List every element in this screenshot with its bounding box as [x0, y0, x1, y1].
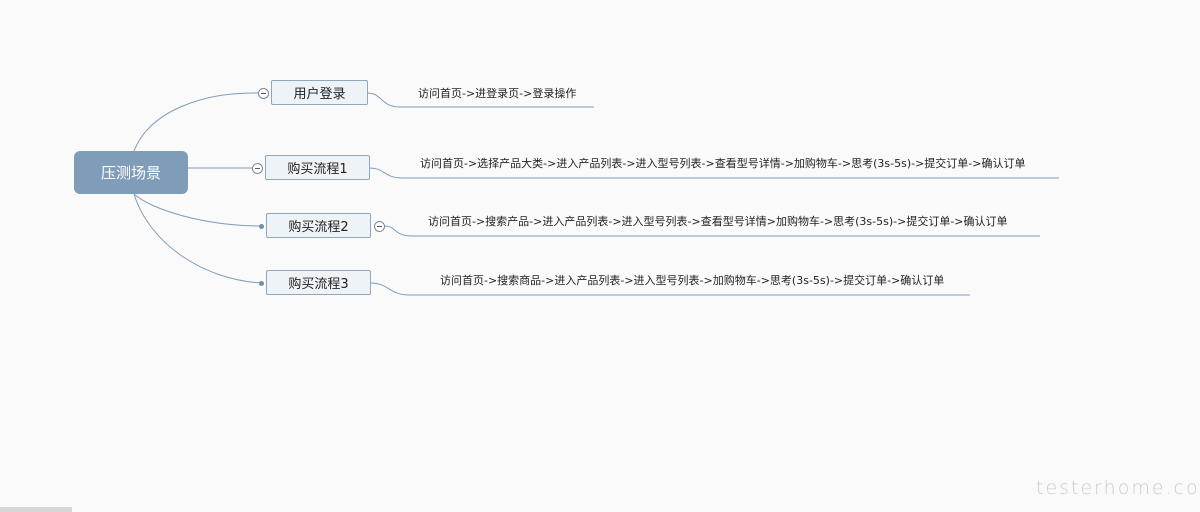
connector-root-branch-1 [133, 92, 259, 152]
topic-purchase-flow-3[interactable]: 购买流程3 [266, 270, 371, 295]
root-topic[interactable]: 压测场景 [74, 151, 188, 194]
subtopic-purchase-flow-3[interactable]: 访问首页->搜索商品->进入产品列表->进入型号列表->加购物车->思考(3s-… [440, 274, 945, 287]
connector-root-branch-3 [133, 193, 263, 227]
subtopic-user-login[interactable]: 访问首页->进登录页->登录操作 [418, 87, 577, 100]
connector-branch-3-detail [384, 225, 1040, 237]
collapse-toggle-branch-2[interactable] [252, 163, 263, 174]
branch-joint-3 [259, 224, 264, 229]
topic-label: 购买流程2 [288, 220, 349, 235]
connector-root-branch-4 [133, 193, 263, 284]
watermark-text: testerhome.com [1036, 477, 1200, 499]
collapse-toggle-branch-1[interactable] [258, 88, 269, 99]
connector-branch-1-detail [366, 92, 594, 108]
subtopic-purchase-flow-2[interactable]: 访问首页->搜索产品->进入产品列表->进入型号列表->查看型号详情>加购物车-… [428, 215, 1008, 228]
window-edge-strip [0, 507, 72, 512]
topic-user-login[interactable]: 用户登录 [271, 80, 368, 105]
topic-purchase-flow-1[interactable]: 购买流程1 [265, 155, 370, 180]
topic-label: 购买流程3 [288, 277, 349, 292]
topic-label: 购买流程1 [287, 162, 348, 177]
root-topic-label: 压测场景 [100, 164, 161, 182]
topic-label: 用户登录 [293, 87, 346, 102]
branch-joint-4 [259, 281, 264, 286]
subtopic-purchase-flow-1[interactable]: 访问首页->选择产品大类->进入产品列表->进入型号列表->查看型号详情->加购… [420, 157, 1026, 170]
connector-branch-4-detail [369, 282, 970, 296]
connector-branch-2-detail [368, 167, 1059, 179]
collapse-toggle-branch-3[interactable] [374, 221, 385, 232]
topic-purchase-flow-2[interactable]: 购买流程2 [266, 213, 371, 238]
